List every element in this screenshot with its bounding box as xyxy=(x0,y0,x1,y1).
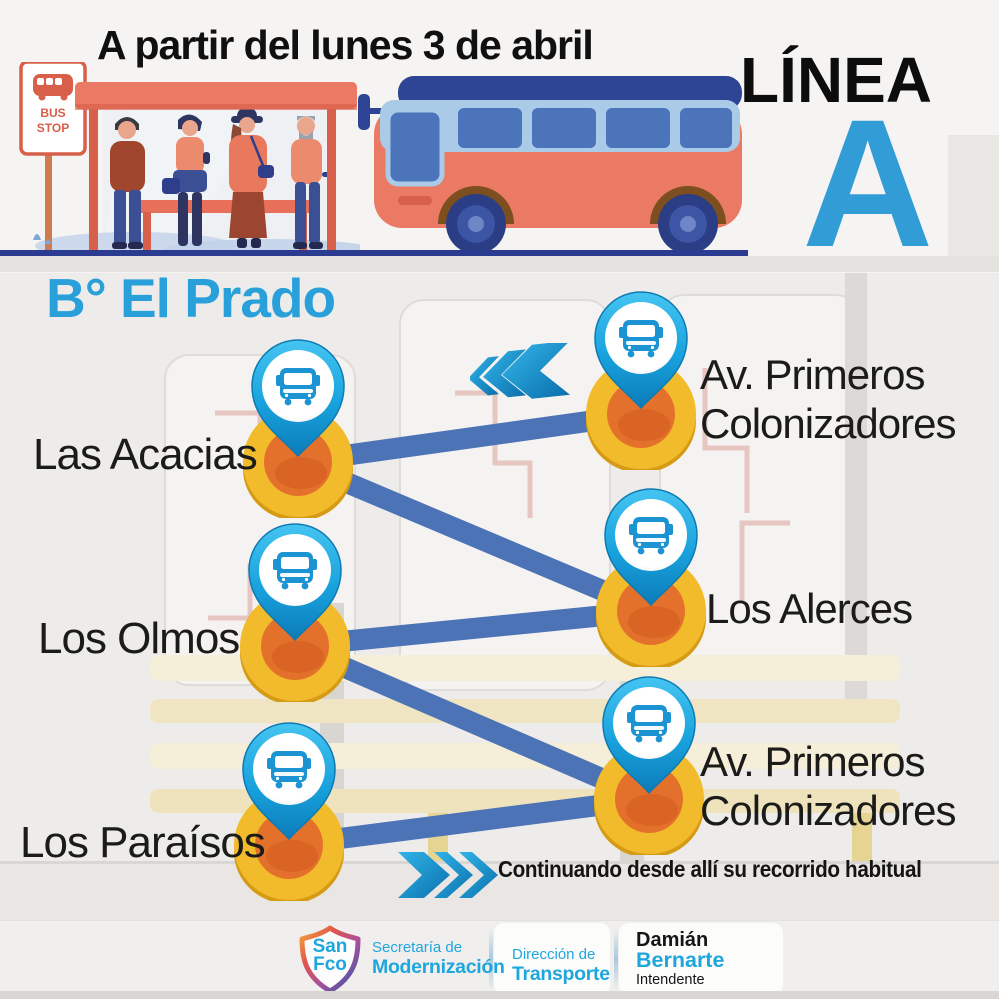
chevrons-left-icon xyxy=(470,343,570,399)
line-label: LÍNEA xyxy=(740,44,932,116)
footer-panel-transport xyxy=(494,923,610,995)
pedestal-shape xyxy=(948,135,999,257)
sign-text-stop: STOP xyxy=(37,121,69,135)
stop-label-las-acacias: Las Acacias xyxy=(33,430,258,479)
person-2 xyxy=(162,114,210,246)
line-letter: A xyxy=(802,81,934,285)
bottom-strip xyxy=(0,991,999,999)
road-line xyxy=(0,250,748,256)
sanfco-logo-text: San Fco xyxy=(312,936,348,976)
mayor-role: Intendente xyxy=(636,972,705,989)
neighborhood-title: B° El Prado xyxy=(46,267,336,329)
stop-label-av-primeros-1: Av. Primeros Colonizadores xyxy=(700,351,957,448)
stop-label-av-primeros-2: Av. Primeros Colonizadores xyxy=(700,738,957,835)
secretariat-line1: Secretaría de xyxy=(372,939,463,956)
chevrons-right-icon xyxy=(398,852,498,898)
bus-stop-illustration: BUS STOP xyxy=(19,62,360,258)
bus-illustration xyxy=(358,76,742,254)
mayor-last-name: Bernarte xyxy=(636,948,725,973)
stop-pin-av-primeros-2 xyxy=(593,676,705,855)
road-shadow xyxy=(0,256,999,272)
stop-pin-av-primeros-1 xyxy=(585,291,697,470)
stop-pin-los-alerces xyxy=(595,488,707,667)
stop-label-los-alerces: Los Alerces xyxy=(706,585,913,632)
bus-sign-icon xyxy=(33,74,73,101)
mayor-first-name: Damián xyxy=(636,929,709,951)
transport-line2: Transporte xyxy=(512,963,610,985)
continuation-note: Continuando desde allí su recorrido habi… xyxy=(498,856,922,882)
map-platform xyxy=(0,863,999,920)
bus-mirror xyxy=(358,94,370,130)
footer-divider xyxy=(489,928,493,990)
stop-label-los-paraisos: Los Paraísos xyxy=(20,818,266,867)
mayor-signature: Damián Bernarte Intendente xyxy=(636,930,724,989)
shelter-canopy xyxy=(75,82,357,257)
footer-panel-mayor xyxy=(619,923,783,995)
person-3 xyxy=(229,107,274,248)
stop-pin-los-olmos xyxy=(239,523,351,702)
bus-windows xyxy=(458,108,732,148)
person-1 xyxy=(110,117,145,249)
bus-stop-sign: BUS STOP xyxy=(19,62,87,256)
bus-vent xyxy=(398,196,432,205)
stop-label-los-olmos: Los Olmos xyxy=(38,614,240,663)
transport-line1: Dirección de xyxy=(512,946,596,963)
secretariat-logo: Secretaría de Modernización xyxy=(372,939,505,979)
grass-accent xyxy=(33,234,51,244)
stop-pin-los-paraisos xyxy=(233,722,345,901)
bench xyxy=(133,200,319,213)
transport-logo: Dirección de Transporte xyxy=(512,946,610,986)
announcement-title: A partir del lunes 3 de abril xyxy=(97,22,594,68)
waiting-people xyxy=(110,107,335,250)
person-4 xyxy=(291,116,335,250)
secretariat-line2: Modernización xyxy=(372,956,505,978)
map-street xyxy=(845,273,867,703)
bus-wheels xyxy=(446,194,718,254)
stop-pin-las-acacias xyxy=(242,339,354,518)
footer-divider xyxy=(614,928,618,990)
sign-text-bus: BUS xyxy=(40,106,65,120)
bus-windshield xyxy=(385,107,445,187)
